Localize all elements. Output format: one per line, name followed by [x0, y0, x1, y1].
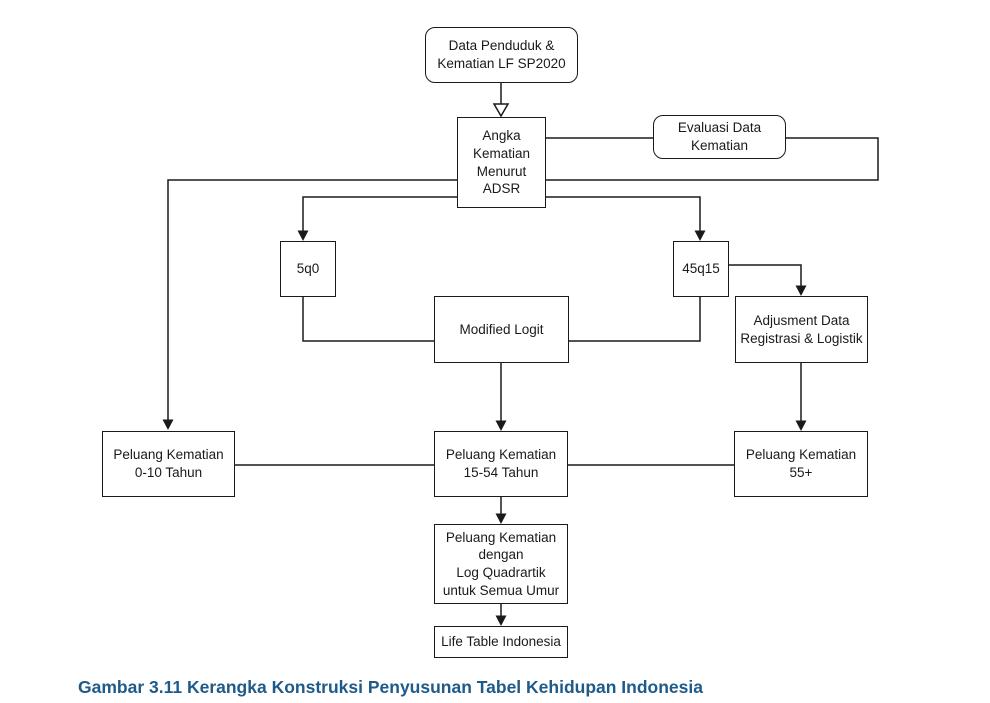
node-45q15: 45q15	[673, 241, 729, 297]
node-label-modified-logit: Modified Logit	[459, 321, 544, 337]
node-label-data-penduduk: Data Penduduk & Kematian LF SP2020	[437, 38, 566, 71]
arrowhead-peluang-0-10	[162, 419, 174, 430]
arrowhead-peluang-15-54	[495, 420, 507, 431]
node-label-adjusment: Adjusment Data Registrasi & Logistik	[740, 312, 863, 346]
figure-caption: Gambar 3.11 Kerangka Konstruksi Penyusun…	[78, 677, 703, 697]
edge-adsr-to-45q15	[546, 196, 701, 232]
node-5q0: 5q0	[280, 241, 336, 297]
node-data-penduduk-kematian: Data Penduduk & Kematian LF SP2020	[425, 27, 578, 83]
arrowhead-open-adsr	[492, 103, 510, 118]
arrowhead-45q15	[694, 230, 706, 241]
node-life-table-indonesia: Life Table Indonesia	[434, 626, 568, 658]
node-peluang-kematian-0-10: Peluang Kematian 0-10 Tahun	[102, 431, 235, 497]
node-label-45q15: 45q15	[682, 261, 720, 277]
node-adjusment-data-registrasi: Adjusment Data Registrasi & Logistik	[735, 296, 868, 363]
edge-45q15-to-adjusment	[729, 264, 802, 287]
edge-evaluasi-feedback-to-peluang-0-10	[167, 137, 879, 421]
arrowhead-life-table	[495, 615, 507, 626]
node-modified-logit: Modified Logit	[434, 296, 569, 363]
node-peluang-kematian-log-quadrartik: Peluang Kematian dengan Log Quadrartik u…	[434, 524, 568, 604]
node-label-log-quad: Peluang Kematian dengan Log Quadrartik u…	[442, 529, 560, 598]
arrowhead-adjusment	[795, 285, 807, 296]
node-peluang-kematian-15-54: Peluang Kematian 15-54 Tahun	[434, 431, 568, 497]
node-evaluasi-data-kematian: Evaluasi Data Kematian	[653, 115, 786, 159]
node-label-peluang-15-54: Peluang Kematian 15-54 Tahun	[445, 447, 557, 480]
node-angka-kematian-adsr: Angka Kematian Menurut ADSR	[457, 117, 546, 208]
node-label-peluang-55: Peluang Kematian 55+	[745, 447, 857, 480]
arrowhead-log-quad	[495, 513, 507, 524]
arrowhead-5q0	[297, 230, 309, 241]
edge-5q0-to-modified-logit	[302, 297, 434, 342]
node-label-life-table: Life Table Indonesia	[441, 634, 561, 650]
node-label-5q0: 5q0	[296, 261, 320, 277]
node-label-evaluasi: Evaluasi Data Kematian	[677, 120, 762, 153]
edge-45q15-to-modified-logit	[569, 297, 701, 342]
edge-adsr-to-5q0	[302, 196, 457, 232]
arrowhead-peluang-55	[795, 420, 807, 431]
node-label-adsr: Angka Kematian Menurut ADSR	[472, 128, 531, 197]
node-label-peluang-0-10: Peluang Kematian 0-10 Tahun	[113, 447, 224, 480]
node-peluang-kematian-55-plus: Peluang Kematian 55+	[734, 431, 868, 497]
